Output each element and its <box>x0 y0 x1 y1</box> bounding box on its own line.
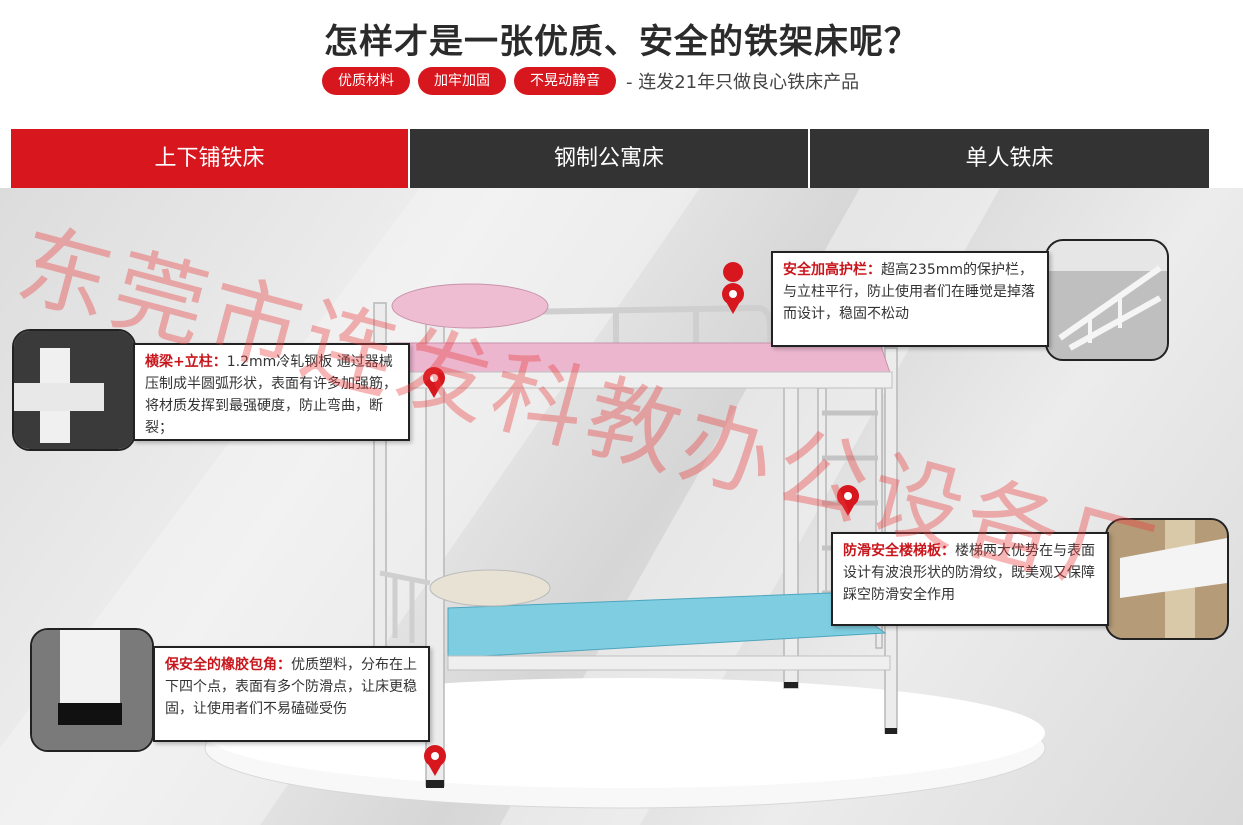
tag-reinforced: 加牢加固 <box>418 67 506 95</box>
guardrail-thumbnail <box>1045 239 1169 361</box>
tab-single-bed[interactable]: 单人铁床 <box>810 129 1209 188</box>
location-pin-icon <box>423 262 859 767</box>
page-title: 怎样才是一张优质、安全的铁架床呢？ <box>324 22 919 62</box>
frame-thumbnail <box>12 329 136 451</box>
tab-bunk-bed[interactable]: 上下铺铁床 <box>11 129 410 200</box>
callout-guardrail-title: 安全加高护栏： <box>783 262 881 278</box>
product-scene: 安全加高护栏：超高235mm的保护栏，与立柱平行，防止使用者们在睡觉是掉落而设计… <box>0 188 1243 825</box>
callout-frame: 横梁+立柱：1.2mm冷轧钢板 通过器械压制成半圆弧形状，表面有许多加强筋，将材… <box>133 343 410 441</box>
product-tabs: 上下铺铁床 钢制公寓床 单人铁床 <box>11 129 1209 200</box>
header: 怎样才是一张优质、安全的铁架床呢？ 优质材料 加牢加固 不晃动静音 - 连发21… <box>0 0 1243 128</box>
foot-detail-photo <box>32 630 152 750</box>
frame-detail-photo <box>14 331 134 449</box>
callout-foot-text: 优质塑料，分布在上下四个点，表面有多个防滑点，让床更稳固，让使用者们不易磕碰受伤 <box>165 657 417 717</box>
callout-ladder: 防滑安全楼梯板：楼梯两大优势在与表面设计有波浪形状的防滑纹，既美观又保障踩空防滑… <box>831 532 1109 626</box>
callout-guardrail: 安全加高护栏：超高235mm的保护栏，与立柱平行，防止使用者们在睡觉是掉落而设计… <box>771 251 1049 347</box>
tab-apartment-bed[interactable]: 钢制公寓床 <box>410 129 810 188</box>
callout-ladder-text: 楼梯两大优势在与表面设计有波浪形状的防滑纹，既美观又保障踩空防滑安全作用 <box>843 543 1095 603</box>
callout-ladder-title: 防滑安全楼梯板： <box>843 543 955 559</box>
slogan: - 连发21年只做良心铁床产品 <box>626 72 860 93</box>
callout-foot: 保安全的橡胶包角：优质塑料，分布在上下四个点，表面有多个防滑点，让床更稳固，让使… <box>153 646 430 742</box>
callout-guardrail-text: 超高235mm的保护栏，与立柱平行，防止使用者们在睡觉是掉落而设计，稳固不松动 <box>783 262 1035 322</box>
tag-silent: 不晃动静音 <box>514 67 616 95</box>
callout-frame-title: 横梁+立柱： <box>145 354 227 370</box>
ladder-detail-photo <box>1107 520 1227 638</box>
callout-frame-text: 1.2mm冷轧钢板 通过器械压制成半圆弧形状，表面有许多加强筋，将材质发挥到最强… <box>145 354 397 436</box>
subtitle-row: 优质材料 加牢加固 不晃动静音 - 连发21年只做良心铁床产品 <box>322 66 859 96</box>
foot-thumbnail <box>30 628 154 752</box>
guardrail-detail-photo <box>1047 241 1167 359</box>
tag-quality-material: 优质材料 <box>322 67 410 95</box>
callout-foot-title: 保安全的橡胶包角： <box>165 657 291 673</box>
ladder-thumbnail <box>1105 518 1229 640</box>
